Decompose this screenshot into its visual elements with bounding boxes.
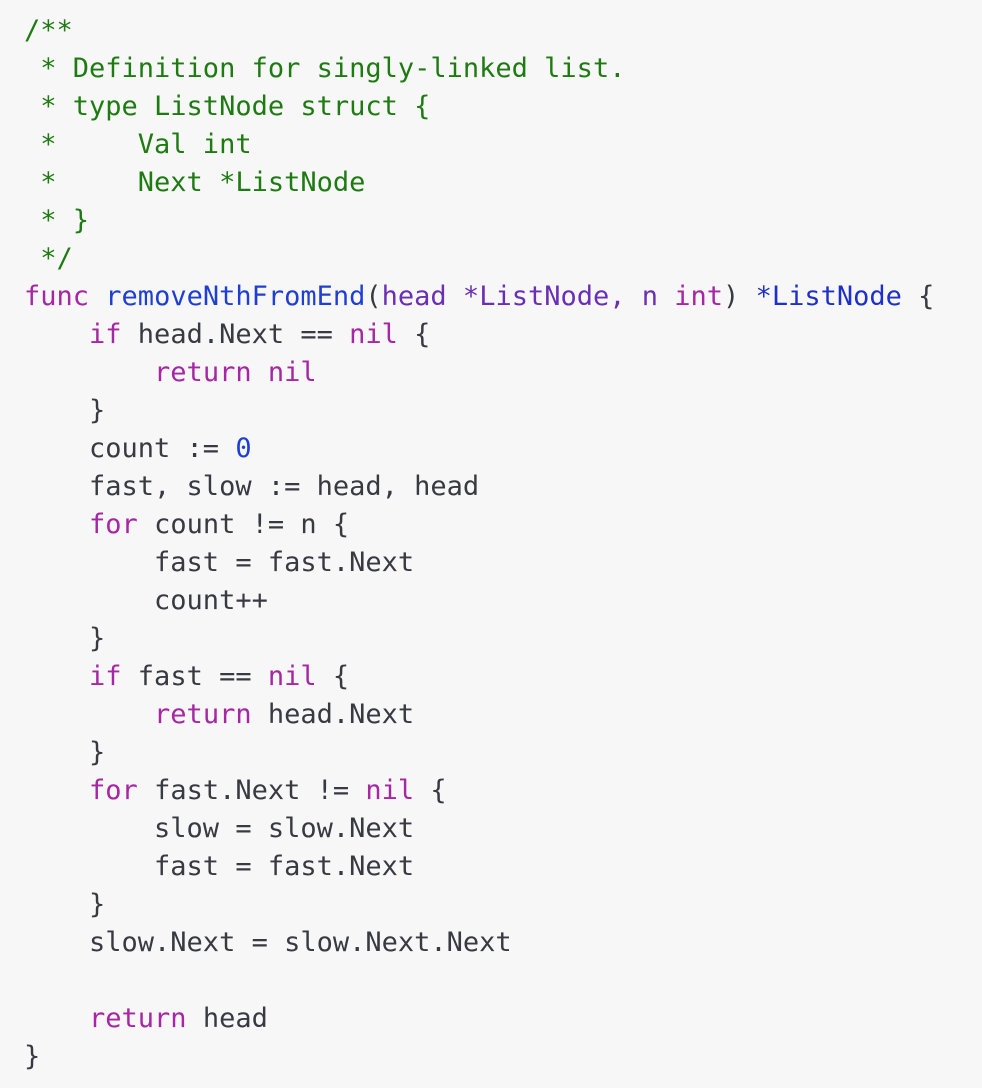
code-line: * Val int: [24, 126, 982, 164]
code-token-keyword: int: [674, 281, 724, 312]
code-line: if fast == nil {: [24, 658, 982, 696]
code-token-ws: [89, 281, 105, 312]
code-line: slow.Next = slow.Next.Next: [24, 924, 982, 962]
code-token-comment: * }: [24, 205, 90, 236]
code-token-ws: [24, 1003, 89, 1034]
code-token-ws: [24, 661, 89, 692]
code-token-ident: count++: [24, 585, 268, 616]
code-token-punct: (: [365, 281, 382, 312]
code-line: return nil: [24, 354, 982, 392]
code-token-punct: }: [24, 395, 106, 426]
code-token-keyword: return: [154, 357, 252, 388]
code-token-ws: [24, 509, 89, 540]
code-line: slow = slow.Next: [24, 810, 982, 848]
code-line: for count != n {: [24, 506, 982, 544]
code-token-punct: {: [316, 661, 350, 692]
code-line: fast, slow := head, head: [24, 468, 982, 506]
code-token-ident: fast, slow := head, head: [24, 471, 480, 502]
code-token-ident: fast = fast.Next: [24, 851, 415, 882]
code-line: count++: [24, 582, 982, 620]
code-token-keyword: nil: [365, 775, 415, 806]
code-token-punct: }: [24, 889, 106, 920]
code-token-ws: [24, 357, 154, 388]
code-token-ident: head.Next ==: [121, 319, 350, 350]
code-token-keyword: return: [89, 1003, 187, 1034]
code-line: * Definition for singly-linked list.: [24, 50, 982, 88]
code-token-comment: * Definition for singly-linked list.: [24, 53, 626, 84]
code-token-keyword: nil: [267, 661, 317, 692]
code-line: }: [24, 1038, 982, 1076]
code-token-keyword: if: [89, 319, 122, 350]
code-token-ws: [739, 281, 755, 312]
code-line: * type ListNode struct {: [24, 88, 982, 126]
code-token-func: removeNthFromEnd: [105, 281, 366, 312]
code-line: for fast.Next != nil {: [24, 772, 982, 810]
code-line: return head: [24, 1000, 982, 1038]
code-line: * Next *ListNode: [24, 164, 982, 202]
code-token-ident: slow.Next = slow.Next.Next: [24, 927, 512, 958]
code-token-comment: */: [24, 243, 73, 274]
code-line: }: [24, 886, 982, 924]
code-token-punct: ): [723, 281, 740, 312]
code-token-comment: * Next *ListNode: [24, 167, 366, 198]
code-token-punct: }: [24, 737, 106, 768]
code-line: }: [24, 734, 982, 772]
code-token-ident: fast = fast.Next: [24, 547, 415, 578]
code-token-comment: /**: [24, 15, 73, 46]
code-token-punct: }: [24, 1041, 41, 1072]
code-token-keyword: return: [154, 699, 252, 730]
code-token-ident: slow = slow.Next: [24, 813, 415, 844]
code-line: func removeNthFromEnd(head *ListNode, n …: [24, 278, 982, 316]
code-line: }: [24, 620, 982, 658]
code-token-comment: * type ListNode struct {: [24, 91, 431, 122]
code-token-ident: head.Next: [251, 699, 415, 730]
code-line: fast = fast.Next: [24, 544, 982, 582]
code-token-keyword: if: [89, 661, 122, 692]
code-token-ident: count :=: [24, 433, 236, 464]
code-token-keyword: nil: [267, 357, 317, 388]
code-token-punct: {: [901, 281, 935, 312]
code-token-ws: [24, 319, 89, 350]
code-line: /**: [24, 12, 982, 50]
code-token-punct: }: [24, 623, 106, 654]
code-token-ident: head: [186, 1003, 268, 1034]
code-token-punct: {: [397, 319, 431, 350]
code-line: count := 0: [24, 430, 982, 468]
code-token-ident: count != n {: [137, 509, 350, 540]
code-listing: /** * Definition for singly-linked list.…: [24, 12, 982, 1076]
code-token-type: *ListNode: [755, 281, 902, 312]
code-line: * }: [24, 202, 982, 240]
code-token-ws: [252, 357, 268, 388]
code-token-keyword: func: [24, 281, 90, 312]
code-token-comment: * Val int: [24, 129, 252, 160]
code-line: fast = fast.Next: [24, 848, 982, 886]
code-token-param: head *ListNode, n: [381, 281, 658, 312]
code-token-number: 0: [235, 433, 252, 464]
code-token-keyword: for: [89, 775, 138, 806]
code-token-punct: {: [414, 775, 447, 806]
code-token-keyword: nil: [349, 319, 398, 350]
code-token-ws: [24, 775, 89, 806]
code-line: if head.Next == nil {: [24, 316, 982, 354]
code-line: }: [24, 392, 982, 430]
code-token-ident: fast.Next !=: [137, 775, 366, 806]
code-token-keyword: for: [89, 509, 138, 540]
code-line: */: [24, 240, 982, 278]
code-token-ws: [658, 281, 674, 312]
code-token-ws: [24, 699, 154, 730]
code-line: return head.Next: [24, 696, 982, 734]
code-token-ident: fast ==: [121, 661, 268, 692]
code-line: [24, 962, 982, 1000]
